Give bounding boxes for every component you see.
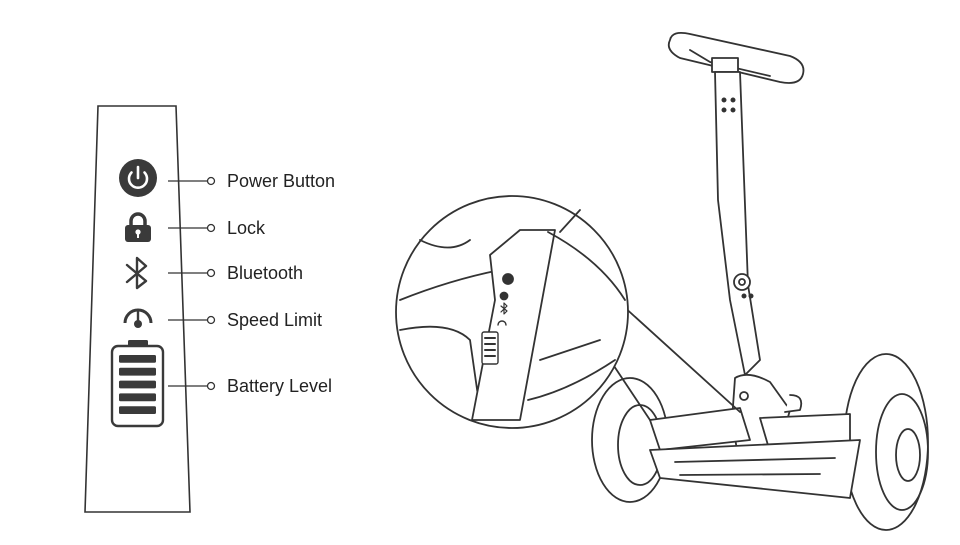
lock-icon [125, 212, 151, 242]
power-icon [119, 159, 157, 197]
speedometer-icon [123, 308, 153, 328]
callout-dot-battery [206, 381, 216, 391]
scooter-illustration [395, 31, 929, 531]
callout-label-speed-limit: Speed Limit [227, 310, 323, 330]
callout-dot-power [206, 176, 216, 186]
battery-bar [119, 380, 156, 389]
callout-label-lock: Lock [227, 218, 266, 238]
battery-icon [110, 340, 165, 428]
callout-dot-lock [206, 223, 216, 233]
bluetooth-icon [125, 256, 148, 290]
battery-bar [119, 393, 156, 402]
callout-dot-bluetooth [206, 268, 216, 278]
battery-bar [119, 406, 156, 414]
battery-bar [119, 355, 156, 363]
callout-dot-speed [206, 315, 216, 325]
callout-label-power-button: Power Button [227, 171, 336, 191]
battery-bars [119, 355, 156, 414]
battery-bar [119, 367, 156, 376]
callout-label-battery-level: Battery Level [227, 376, 333, 396]
callout-label-bluetooth: Bluetooth [227, 263, 304, 283]
